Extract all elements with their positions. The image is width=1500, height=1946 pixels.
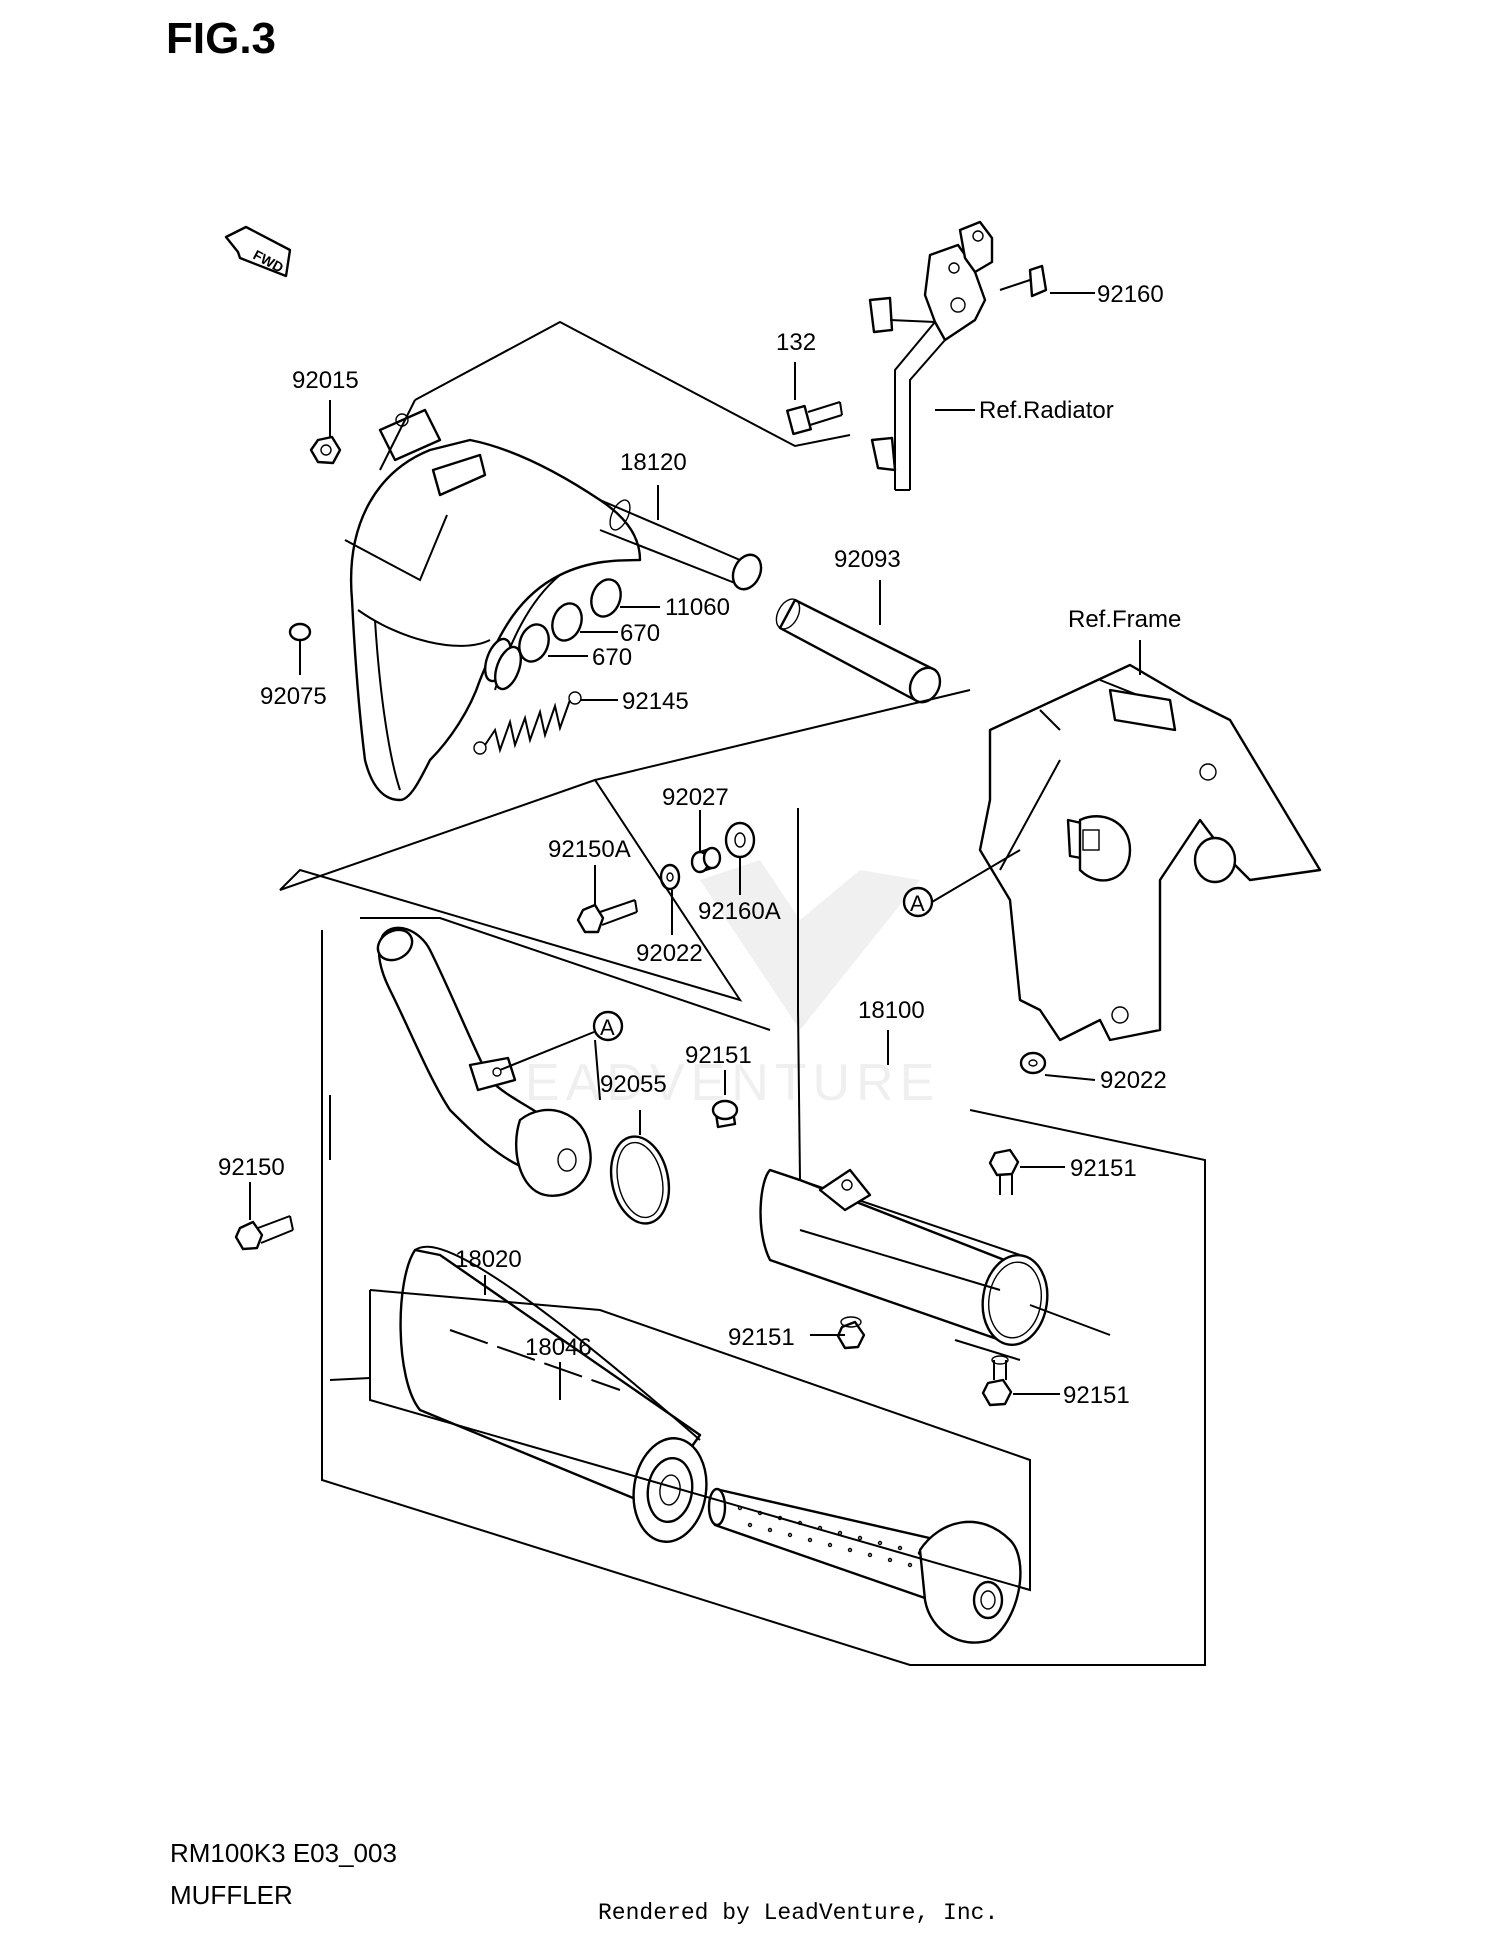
svg-text:A: A <box>600 1015 615 1040</box>
bolt-92151-a <box>711 1099 739 1129</box>
label-92150A: 92150A <box>548 836 631 863</box>
bolt-92151-d <box>981 1355 1013 1407</box>
label-92093: 92093 <box>834 546 901 573</box>
label-11060: 11060 <box>665 594 730 621</box>
label-18100: 18100 <box>858 997 925 1024</box>
bolt-92151-c <box>836 1316 866 1350</box>
radiator-bracket <box>868 220 1048 491</box>
label-18120: 18120 <box>620 449 687 476</box>
label-18046: 18046 <box>525 1334 592 1361</box>
label-92151-d: 92151 <box>1063 1382 1130 1409</box>
o-ring-670-b <box>518 623 550 663</box>
figure-title: FIG.3 <box>166 14 277 63</box>
label-670-a: 670 <box>620 620 660 647</box>
label-92160A: 92160A <box>698 898 781 925</box>
frame-reference <box>978 663 1322 1042</box>
label-92150: 92150 <box>218 1154 285 1181</box>
o-ring-11060 <box>590 578 622 618</box>
reference-a-frame: A <box>902 849 1021 918</box>
silencer-18020 <box>399 1245 708 1543</box>
label-92015: 92015 <box>292 367 359 394</box>
collar-92027 <box>690 846 722 874</box>
washer-92022-b <box>1019 1051 1047 1075</box>
grommet-92075 <box>288 622 312 642</box>
rendered-by-credit: Rendered by LeadVenture, Inc. <box>598 1900 999 1926</box>
label-ref-frame: Ref.Frame <box>1068 606 1181 633</box>
part-labels: 92160 132 Ref.Radiator 92015 18120 92093… <box>218 281 1181 1409</box>
svg-text:A: A <box>910 891 925 916</box>
label-92151-b: 92151 <box>1070 1155 1137 1182</box>
label-92075: 92075 <box>260 683 327 710</box>
label-670-b: 670 <box>592 644 632 671</box>
label-92055: 92055 <box>600 1071 667 1098</box>
label-92145: 92145 <box>622 688 689 715</box>
label-132: 132 <box>776 329 816 356</box>
figure-code: RM100K3 E03_003 <box>170 1838 397 1868</box>
leadventure-watermark: LEADVENTURE <box>490 860 940 1112</box>
fwd-arrow-icon: FWD <box>224 225 292 278</box>
packing-18046 <box>707 1487 1022 1644</box>
label-92022-a: 92022 <box>636 940 703 967</box>
bolt-132 <box>786 401 843 436</box>
connector-pipe <box>376 926 592 1197</box>
group-lines <box>279 320 1206 1666</box>
label-92022-b: 92022 <box>1100 1067 1167 1094</box>
figure-name: MUFFLER <box>170 1880 293 1910</box>
label-92151-a: 92151 <box>685 1042 752 1069</box>
leader-lines <box>249 292 1141 1400</box>
nut-92015 <box>309 435 342 465</box>
expansion-chamber-18120 <box>349 408 763 802</box>
spring-92145 <box>473 691 582 755</box>
washer-92022-a <box>659 863 681 891</box>
bolt-92151-b <box>988 1148 1020 1195</box>
o-ring-670-a <box>551 602 583 642</box>
label-92027: 92027 <box>662 784 729 811</box>
reference-a-pipe: A <box>499 1010 624 1071</box>
damper-92160A <box>724 821 756 859</box>
label-92151-c: 92151 <box>728 1324 795 1351</box>
bolt-92150A <box>576 899 638 934</box>
muffler-body-18100 <box>759 1168 1049 1346</box>
tube-92093 <box>775 598 942 704</box>
label-ref-radiator: Ref.Radiator <box>979 397 1114 424</box>
label-92160: 92160 <box>1097 281 1164 308</box>
label-18020: 18020 <box>455 1246 522 1273</box>
bolt-92150 <box>234 1215 294 1251</box>
watermark-text: LEADVENTURE <box>490 1054 940 1112</box>
gasket-92055 <box>609 1135 671 1225</box>
